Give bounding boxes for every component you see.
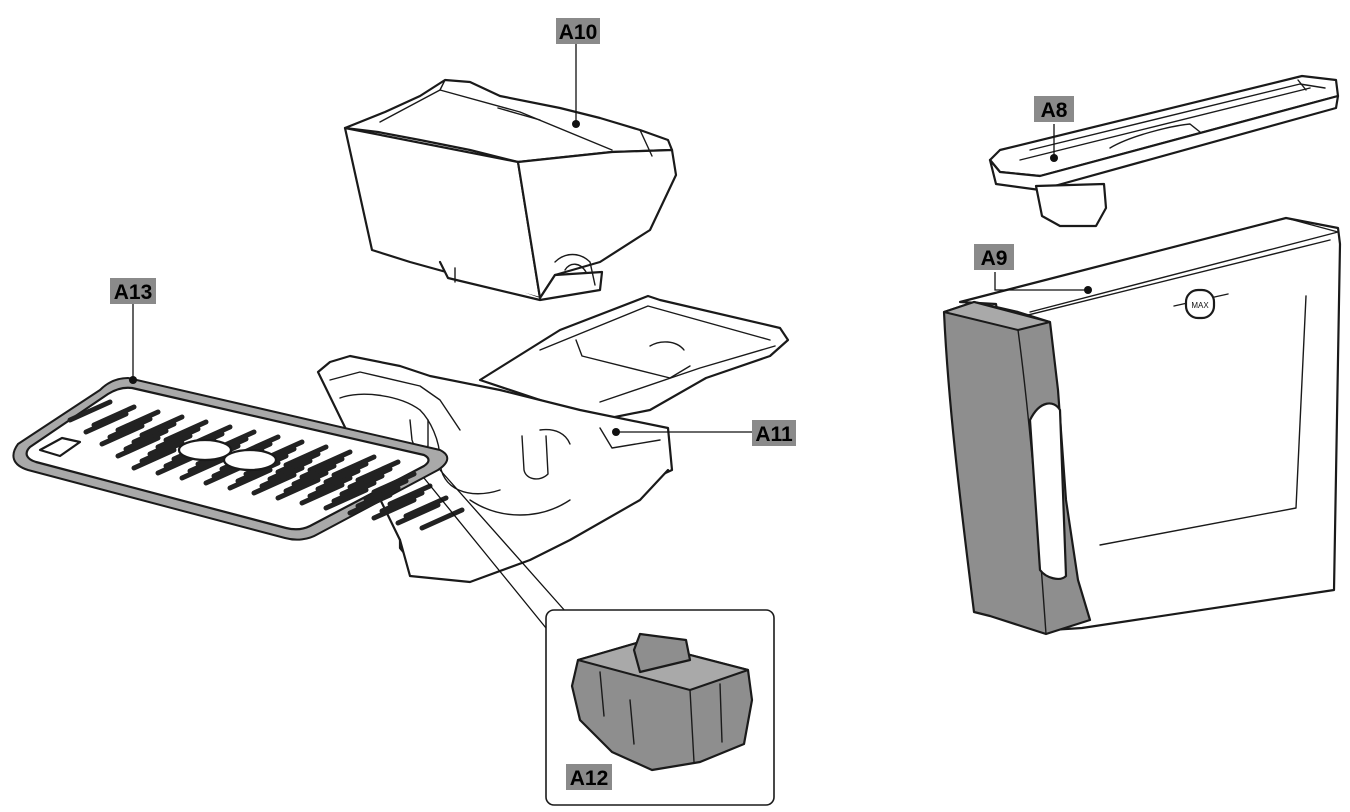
label-a12-text: A12 [570, 767, 609, 790]
grid-slot [371, 497, 417, 521]
grid-slot [259, 465, 305, 489]
grid-slot [339, 473, 385, 497]
grid-slot [323, 487, 369, 511]
a10-dot [572, 120, 580, 128]
a11-dot [612, 428, 620, 436]
leaders [129, 44, 1092, 436]
grid-slot [355, 485, 401, 509]
grid-slot [379, 490, 425, 514]
grid-slot [307, 449, 353, 473]
label-a11: A11 [752, 420, 796, 446]
grid-slot [315, 468, 361, 492]
grid-slot [331, 454, 377, 478]
part-a13-drip-grid [12, 377, 465, 541]
grid-slot [291, 463, 337, 487]
grid-slot [67, 399, 113, 423]
a9-dot [1084, 286, 1092, 294]
grid-slot [179, 457, 225, 481]
part-a12-float-inset [423, 469, 775, 806]
grid-slot [283, 444, 329, 468]
grid-slot [323, 461, 369, 485]
grid-slot [307, 475, 353, 499]
grid-slot [83, 411, 129, 435]
grid-slot [403, 495, 449, 519]
grid-slot [147, 433, 193, 457]
a8-dot [1050, 154, 1058, 162]
grid-slot [395, 502, 441, 526]
label-a9: A9 [974, 244, 1014, 270]
grid-slot [131, 421, 177, 445]
label-a10-text: A10 [559, 21, 598, 44]
grid-hole-left [177, 438, 233, 462]
label-a13: A13 [110, 278, 156, 304]
grid-slot [227, 467, 273, 491]
grid-slot [107, 416, 153, 440]
label-a8-text: A8 [1041, 99, 1068, 122]
grid-slot [331, 480, 377, 504]
grid-slot [139, 414, 185, 438]
grid-slot [139, 440, 185, 464]
part-a10-grounds-container [343, 78, 678, 302]
label-a10: A10 [556, 18, 600, 44]
label-a9-text: A9 [981, 247, 1008, 270]
grid-slot [275, 477, 321, 501]
a13-dot [129, 376, 137, 384]
grid-slot [299, 456, 345, 480]
grid-slot [371, 471, 417, 495]
part-a9-water-tank: MAX [942, 216, 1342, 636]
grid-slot [347, 466, 393, 490]
grid-slot [347, 492, 393, 516]
grid-slot [419, 507, 465, 531]
grid-slot [131, 447, 177, 471]
grid-slot [387, 483, 433, 507]
grid-slot [299, 482, 345, 506]
grid-slot [115, 409, 161, 433]
grid-slot [163, 419, 209, 443]
label-a11-text: A11 [755, 423, 793, 446]
grid-slot [155, 426, 201, 450]
label-a12: A12 [566, 764, 612, 790]
label-a8: A8 [1034, 96, 1074, 122]
max-mark: MAX [1191, 301, 1209, 310]
grid-slot [91, 404, 137, 428]
grid-slot [363, 478, 409, 502]
grid-slot [123, 428, 169, 452]
grid-slot [99, 423, 145, 447]
grid-slot [283, 470, 329, 494]
grid-slots [67, 399, 465, 531]
grid-slot [251, 472, 297, 496]
grid-slot [275, 451, 321, 475]
max-mark-circle [1184, 288, 1216, 320]
label-a13-text: A13 [114, 281, 153, 304]
grid-slot [267, 458, 313, 482]
grid-slot [115, 435, 161, 459]
part-a8-tank-lid [988, 74, 1340, 228]
grid-slot [355, 459, 401, 483]
grid-hole-right [222, 448, 278, 472]
